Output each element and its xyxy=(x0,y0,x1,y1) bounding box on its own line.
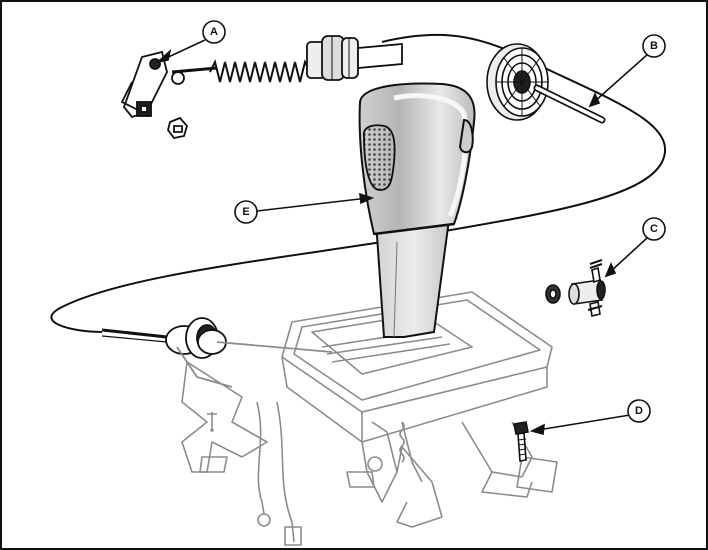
arrowhead-d xyxy=(529,423,545,436)
callout-c-label: C xyxy=(650,223,658,235)
lower-cable-end xyxy=(101,317,333,388)
callout-c-circle xyxy=(642,217,666,241)
callout-c: C xyxy=(642,217,666,241)
callout-d: D xyxy=(627,399,651,423)
callout-b-circle xyxy=(642,34,666,58)
cable-grommet-disc xyxy=(486,43,606,124)
callout-e-circle xyxy=(234,200,258,224)
callout-d-label: D xyxy=(635,405,643,417)
upper-cable-assembly xyxy=(171,35,403,85)
callout-a: A xyxy=(202,20,226,44)
callout-e: E xyxy=(234,200,258,224)
callout-a-label: A xyxy=(210,26,218,38)
leader-lines xyxy=(155,39,649,436)
shifter-handle xyxy=(358,82,476,338)
callout-b-label: B xyxy=(650,40,658,52)
leader-line-c xyxy=(609,237,648,273)
callout-d-circle xyxy=(627,399,651,423)
leader-line-b xyxy=(593,53,649,103)
callout-b: B xyxy=(642,34,666,58)
lever-arm xyxy=(120,50,189,139)
leader-line-d xyxy=(537,414,631,431)
shifter-base-housing xyxy=(181,291,558,546)
arrowhead-b xyxy=(588,91,601,108)
arrowhead-e xyxy=(359,192,375,205)
mounting-bolt xyxy=(513,421,529,462)
arrowhead-c xyxy=(604,261,617,278)
callout-e-label: E xyxy=(242,206,249,218)
callout-a-circle xyxy=(202,20,226,44)
leader-line-e xyxy=(256,197,369,212)
arrowhead-a xyxy=(155,48,172,64)
cable-clip-hardware xyxy=(545,259,606,317)
